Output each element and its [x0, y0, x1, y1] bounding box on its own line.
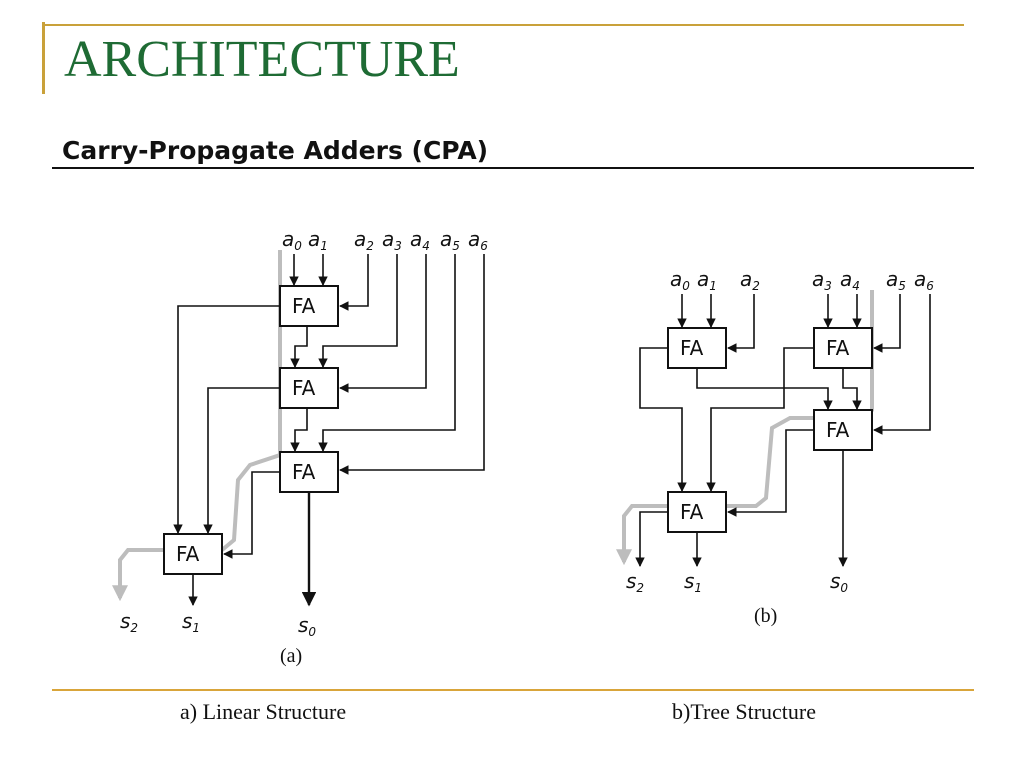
fa-block: FA: [279, 285, 339, 327]
fa-block: FA: [667, 491, 727, 533]
input-label: a0: [282, 227, 302, 253]
footer-rule: [52, 689, 974, 691]
svg-text:FA: FA: [826, 336, 850, 360]
input-label: a5: [886, 267, 906, 293]
panel-b-label: (b): [754, 605, 777, 627]
panel-b-tree: a0 a1 a2 a3 a4 a5 a6 FA FA FA FA: [616, 267, 934, 627]
panel-b-wires: [635, 294, 931, 567]
input-label: a4: [410, 227, 430, 253]
fa-block: FA: [813, 409, 873, 451]
input-label: a1: [697, 267, 717, 293]
panel-b-output-labels: s2 s1 s0: [626, 569, 848, 595]
accent-bar-top: [42, 24, 964, 26]
output-label: s0: [298, 613, 316, 639]
input-label: a5: [440, 227, 460, 253]
slide-subtitle: Carry-Propagate Adders (CPA): [62, 136, 489, 165]
caption-tree: b)Tree Structure: [672, 699, 816, 724]
panel-a-input-labels: a0 a1 a2 a3 a4 a5 a6: [282, 227, 488, 253]
input-label: a1: [308, 227, 328, 253]
svg-text:FA: FA: [292, 376, 316, 400]
svg-text:FA: FA: [292, 460, 316, 484]
svg-text:FA: FA: [680, 500, 704, 524]
input-label: a4: [840, 267, 860, 293]
fa-block: FA: [813, 327, 873, 369]
svg-text:FA: FA: [680, 336, 704, 360]
input-label: a2: [354, 227, 374, 253]
fa-block: FA: [279, 367, 339, 409]
output-label: s2: [626, 569, 644, 595]
output-label: s1: [684, 569, 702, 595]
input-label: a2: [740, 267, 760, 293]
panel-a-label: (a): [280, 645, 302, 667]
slide-title: ARCHITECTURE: [64, 31, 460, 88]
panel-a-carry-path: [112, 250, 282, 602]
input-label: a6: [914, 267, 934, 293]
fa-block: FA: [667, 327, 727, 369]
svg-text:FA: FA: [826, 418, 850, 442]
output-label: s0: [830, 569, 848, 595]
fa-block: FA: [279, 451, 339, 493]
panel-a-linear: a0 a1 a2 a3 a4 a5 a6 FA FA FA FA: [112, 227, 488, 667]
caption-linear: a) Linear Structure: [180, 699, 347, 724]
input-label: a6: [468, 227, 488, 253]
svg-text:FA: FA: [176, 542, 200, 566]
subtitle-rule: [52, 167, 974, 169]
output-label: s2: [120, 609, 138, 635]
panel-a-output-labels: s2 s1 s0: [120, 609, 316, 639]
panel-a-wires: [173, 254, 485, 607]
input-label: a0: [670, 267, 690, 293]
svg-text:FA: FA: [292, 294, 316, 318]
panel-b-input-labels: a0 a1 a2 a3 a4 a5 a6: [670, 267, 934, 293]
fa-block: FA: [163, 533, 223, 575]
input-label: a3: [812, 267, 832, 293]
output-label: s1: [182, 609, 200, 635]
input-label: a3: [382, 227, 402, 253]
accent-bar-vertical: [42, 22, 45, 94]
